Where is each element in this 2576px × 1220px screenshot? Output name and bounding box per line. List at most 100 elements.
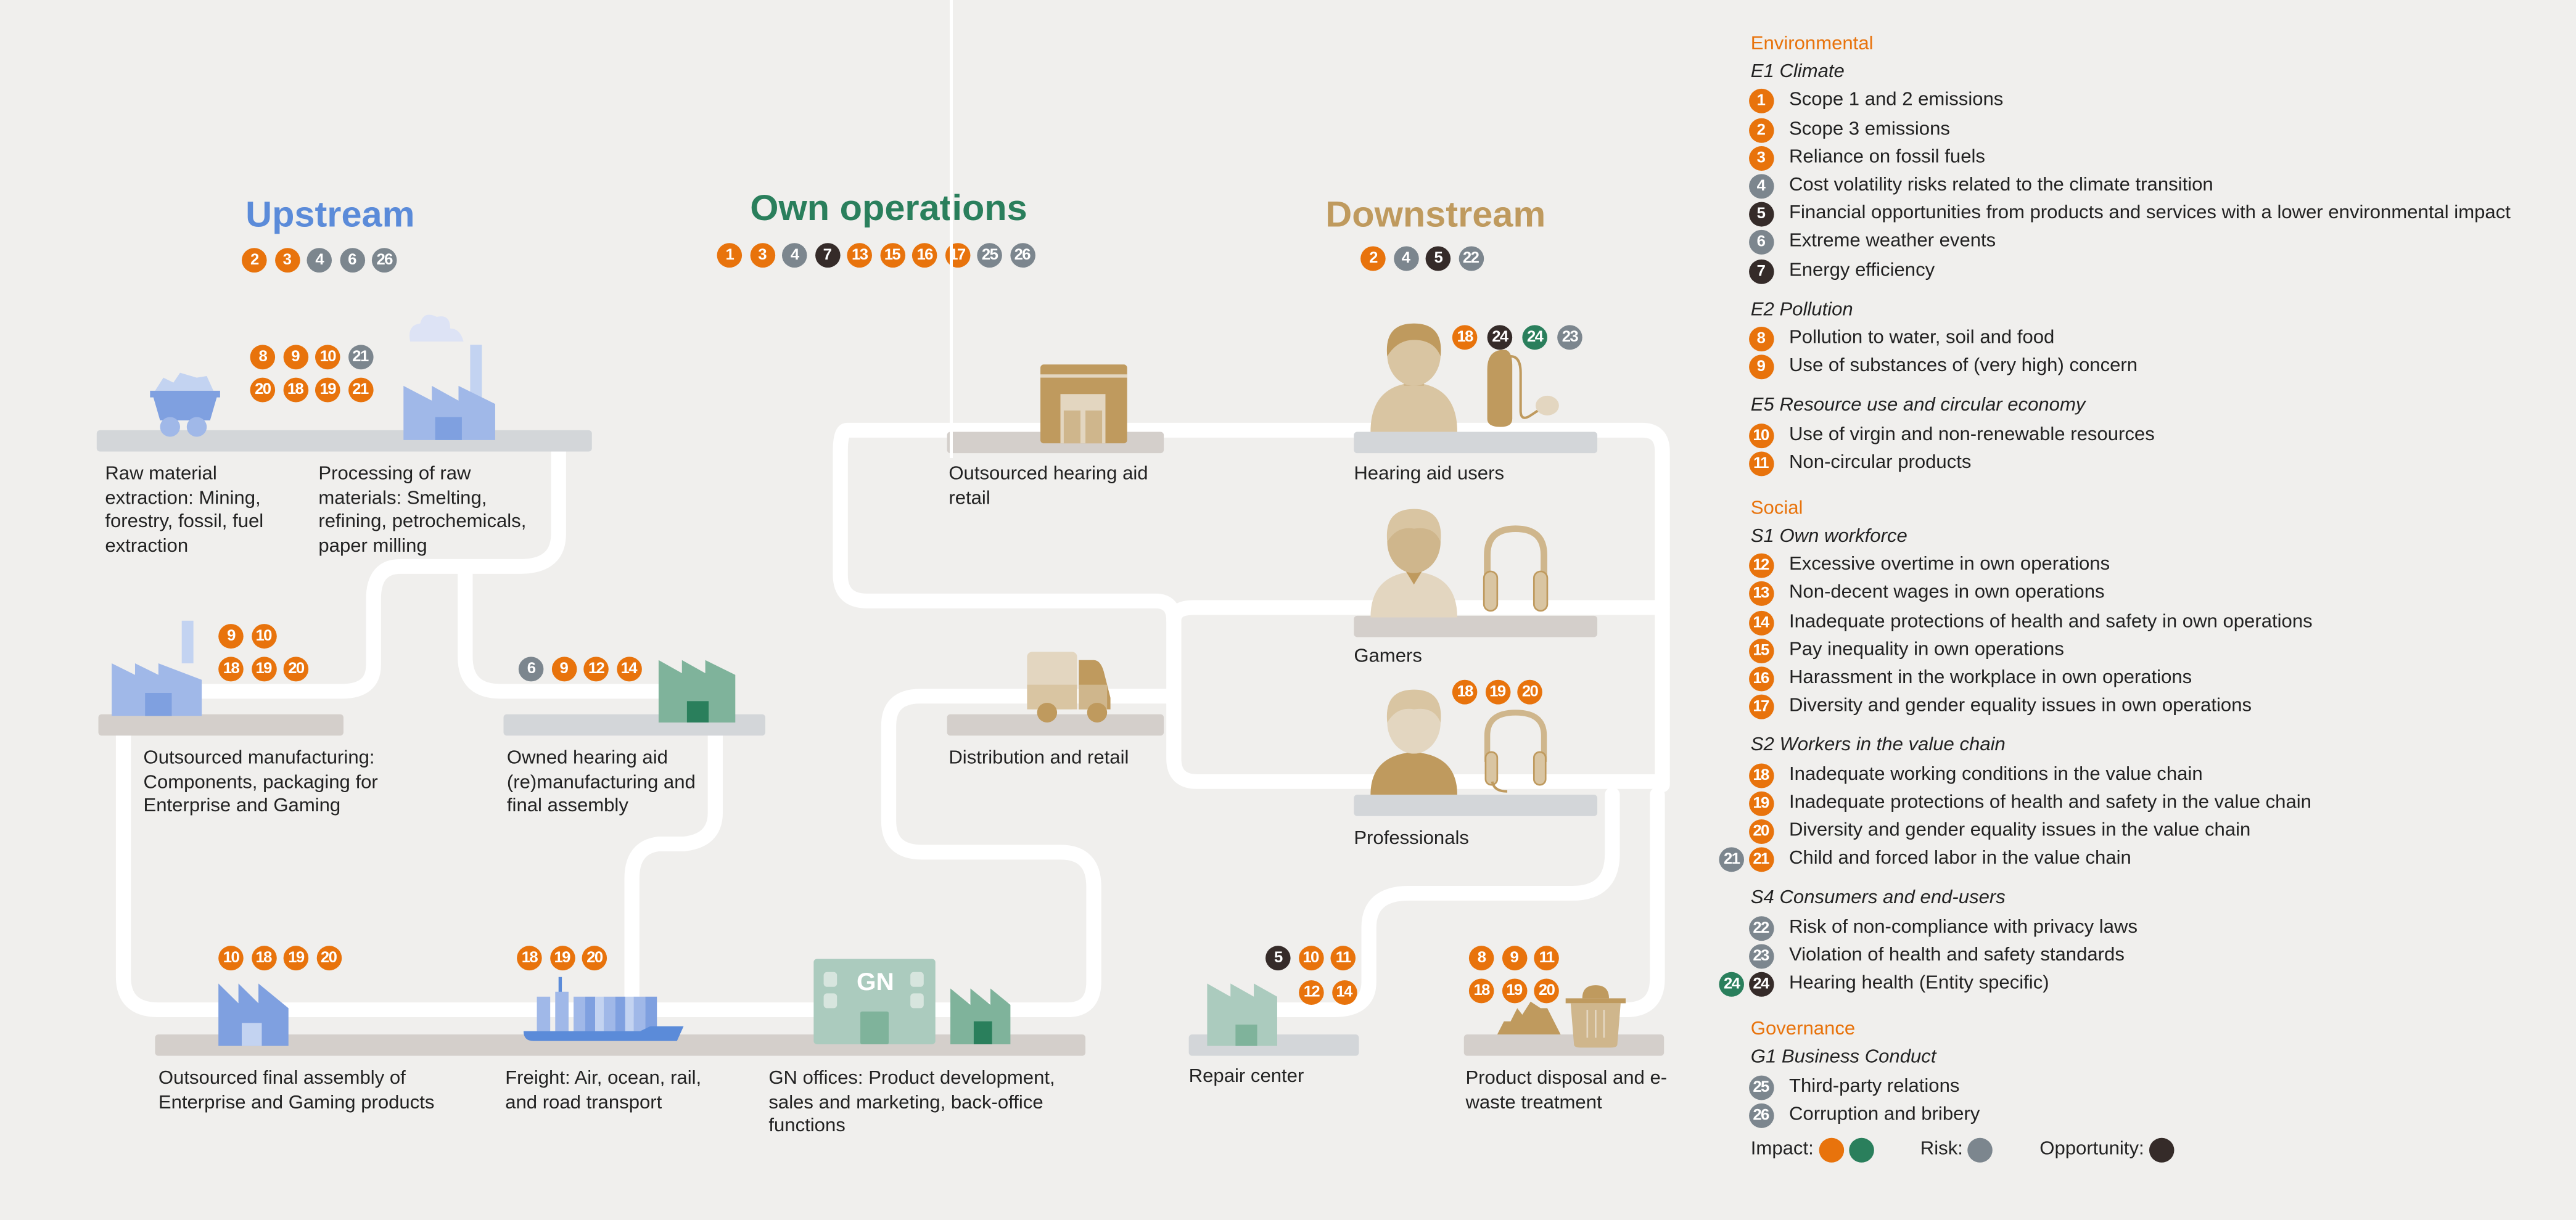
legend-item-text: Extreme weather events xyxy=(1788,232,1996,252)
legend-category: Social xyxy=(1750,499,1803,519)
distribution-label: Distribution and retail xyxy=(949,748,1129,769)
legend-subcategory: S2 Workers in the value chain xyxy=(1750,736,2006,756)
legend-item-text: Violation of health and safety standards xyxy=(1788,945,2125,965)
legend-item-text: Risk of non-compliance with privacy laws xyxy=(1788,917,2138,937)
legend-item-text: Cost volatility risks related to the cli… xyxy=(1788,175,2213,195)
gn-offices-label: GN offices: Product development, sales a… xyxy=(768,1068,1055,1137)
legend-subcategory: E5 Resource use and circular economy xyxy=(1750,396,2086,416)
legend-item-text: Corruption and bribery xyxy=(1788,1104,1980,1124)
topic-badge-impact: 16 xyxy=(1748,666,1774,692)
topic-badge-impact: 18 xyxy=(1468,978,1494,1004)
owned-factory-icon xyxy=(658,660,736,723)
freight-label: Freight: Air, ocean, rail, and road tran… xyxy=(505,1068,702,1113)
topic-badge-opp: 5 xyxy=(1425,246,1451,271)
topic-badge-impact: 18 xyxy=(282,377,308,403)
legend-item: 9 Use of substances of (very high) concer… xyxy=(1719,353,2576,382)
topic-badge-impact: 12 xyxy=(583,657,609,682)
topic-badge-impact: 18 xyxy=(218,657,244,682)
repair-center-factory-icon xyxy=(1207,983,1277,1046)
page-edge xyxy=(950,0,953,458)
topic-badge-impact: 9 xyxy=(551,657,577,682)
topic-badge-impact: 12 xyxy=(1299,980,1324,1005)
topic-badge-impact: 2 xyxy=(242,248,267,273)
impact-key-label: Impact: xyxy=(1750,1139,1814,1160)
topic-badge-impact: 19 xyxy=(283,946,309,971)
topic-badge-impact: 14 xyxy=(615,657,641,682)
processing-factory-icon xyxy=(403,314,495,440)
legend-item-text: Child and forced labor in the value chai… xyxy=(1788,849,2131,869)
opportunity-key: Opportunity: xyxy=(2039,1136,2175,1164)
topic-badge-impact: 11 xyxy=(1534,946,1559,971)
topic-badge-impact: 9 xyxy=(1748,354,1774,380)
topic-badge-risk: 21 xyxy=(1719,847,1744,872)
owned-manufacturing-label: Owned hearing aid (re)manufacturing and … xyxy=(506,748,696,816)
topic-badge-risk: 4 xyxy=(1748,174,1774,199)
legend-item-text: Pollution to water, soil and food xyxy=(1788,328,2055,348)
topic-badge-risk: 6 xyxy=(1748,230,1774,255)
legend-subcategory: E2 Pollution xyxy=(1750,300,1853,320)
legend-item: 6 Extreme weather events xyxy=(1719,229,2576,257)
topic-badge-impact: 19 xyxy=(1748,791,1774,816)
outsourced-factory-icon xyxy=(112,620,202,716)
topic-badge-impact: 19 xyxy=(315,377,340,403)
topic-badge-impact: 1 xyxy=(717,243,743,268)
legend-item-text: Scope 3 emissions xyxy=(1788,119,1950,139)
topic-badge-risk: 25 xyxy=(1748,1075,1774,1100)
topic-badge-impact: 15 xyxy=(1748,638,1774,663)
topic-badge-green: 24 xyxy=(1522,325,1547,350)
topic-badge-risk: 6 xyxy=(339,248,364,273)
topic-badge-impact: 20 xyxy=(1534,978,1559,1004)
gn-logo-text: GN xyxy=(856,968,894,997)
professional-icon xyxy=(1370,689,1547,795)
outsourced-manufacturing-label: Outsourced manufacturing: Components, pa… xyxy=(143,748,378,816)
topic-badge-impact: 16 xyxy=(911,243,937,268)
topic-badge-impact: 14 xyxy=(1748,610,1774,635)
gamers-label: Gamers xyxy=(1354,647,1422,667)
topic-badge-impact: 10 xyxy=(250,624,276,649)
legend-item-text: Use of virgin and non-renewable resource… xyxy=(1788,424,2155,444)
topic-badge-impact: 3 xyxy=(749,243,775,268)
topic-badge-impact: 8 xyxy=(250,345,276,370)
mine-cart-icon xyxy=(150,372,220,437)
upstream-heading: Upstream xyxy=(245,194,415,235)
legend-item-text: Financial opportunities from products an… xyxy=(1788,203,2511,224)
topic-badge-impact: 21 xyxy=(347,377,373,403)
gn-offices-icon xyxy=(813,959,1011,1044)
shelf-raw-processing xyxy=(96,430,592,452)
topic-badge-risk: 21 xyxy=(347,345,373,370)
topic-badge-impact: 18 xyxy=(1748,763,1774,788)
topic-badge-impact: 9 xyxy=(282,345,308,370)
topic-badge-impact: 8 xyxy=(1748,326,1774,351)
topic-badge-risk: 22 xyxy=(1748,915,1774,941)
shelf-disposal xyxy=(1463,1034,1665,1056)
legend-item-text: Scope 1 and 2 emissions xyxy=(1788,91,2004,111)
topic-badge-impact: 18 xyxy=(1452,325,1478,350)
legend-item-text: Use of substances of (very high) concern xyxy=(1788,356,2138,377)
topic-badge-impact: 19 xyxy=(250,657,276,682)
topic-badge-impact: 20 xyxy=(250,377,276,403)
topic-badge-opp: 5 xyxy=(1265,946,1291,971)
shelf-professionals xyxy=(1354,795,1598,816)
impact-key: Impact: xyxy=(1751,1136,1874,1164)
legend-item: 22 Risk of non-compliance with privacy la… xyxy=(1719,914,2576,942)
repair-center-label: Repair center xyxy=(1188,1067,1304,1087)
